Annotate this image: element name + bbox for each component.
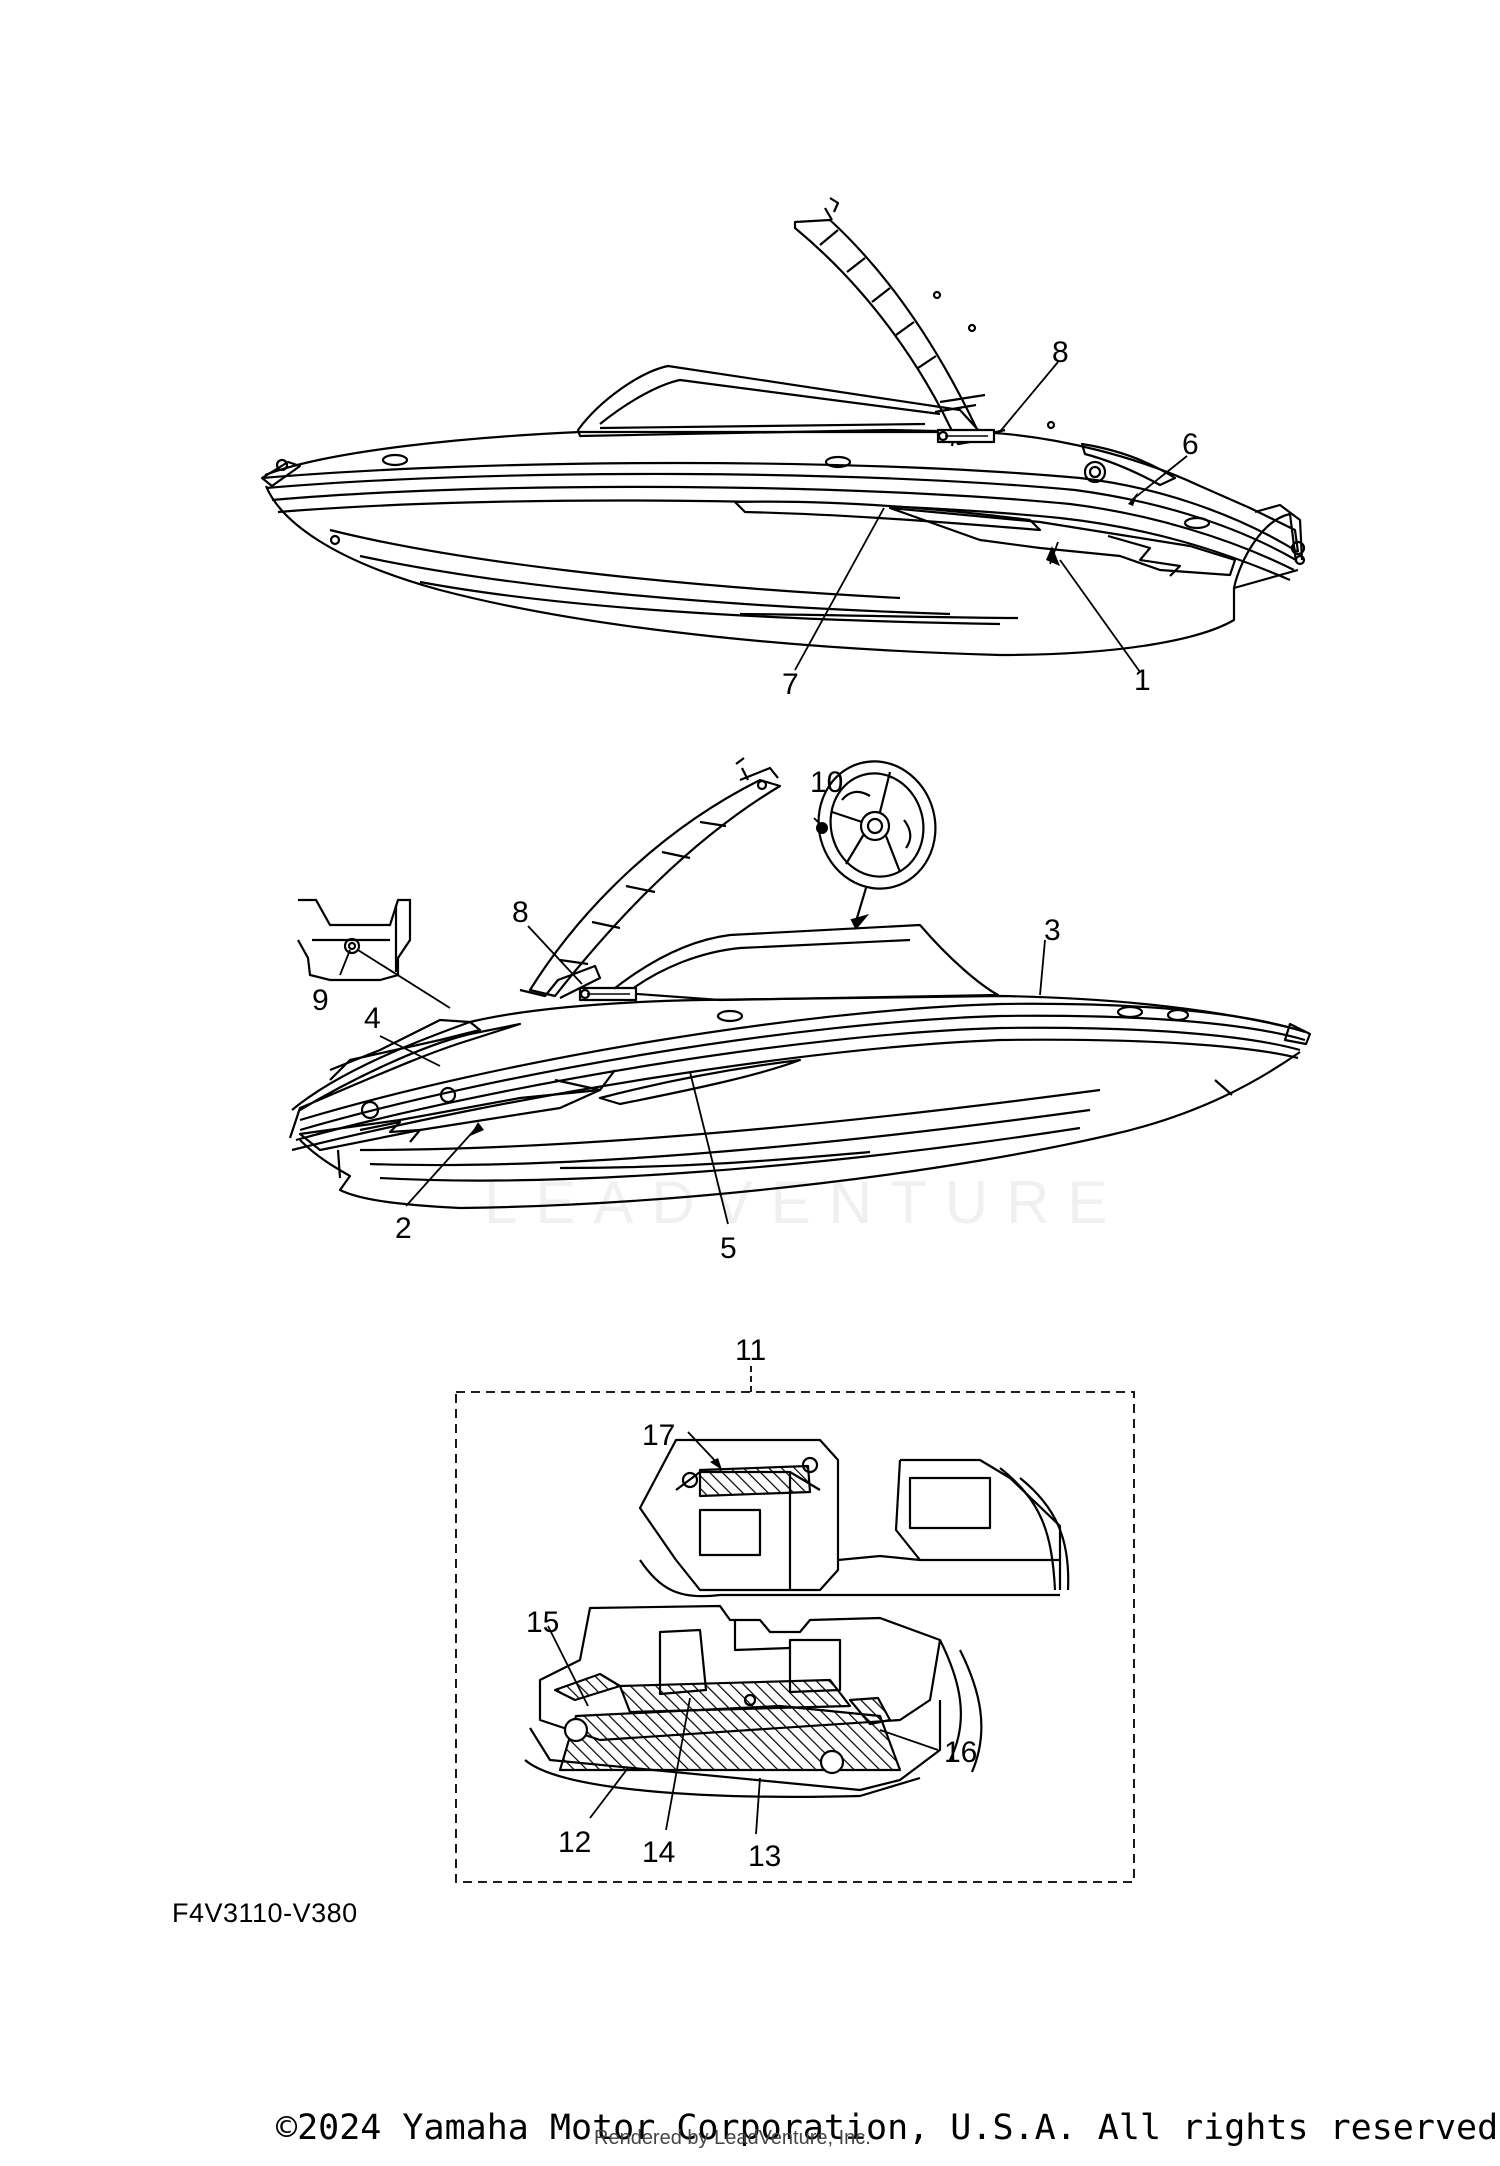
callout-11: 11: [735, 1334, 766, 1367]
boat-port-view: [288, 757, 1312, 1210]
copyright-notice: ©2024 Yamaha Motor Corporation, U.S.A. A…: [276, 2108, 1500, 2148]
mat-rear-deck: [558, 1704, 902, 1772]
callout-9: 9: [312, 984, 329, 1017]
callout-5: 5: [720, 1232, 737, 1265]
mat-left-side: [553, 1672, 622, 1702]
callout-13: 13: [748, 1840, 781, 1873]
bottom-view-leaders: [339, 925, 1046, 1225]
callout-14: 14: [642, 1836, 675, 1869]
callout-16: 16: [944, 1736, 977, 1769]
wake-tower-port: [519, 757, 782, 999]
mat-step: [618, 1678, 852, 1714]
boat-starboard-view: [260, 197, 1306, 657]
callout-8-bottom: 8: [512, 896, 529, 929]
callout-7: 7: [782, 668, 799, 701]
swim-platform-detail: [524, 1604, 983, 1798]
callout-6: 6: [1182, 428, 1199, 461]
stern-detail-inset: [297, 898, 412, 982]
bow-port: [1283, 1022, 1312, 1046]
mat-right-side: [848, 1696, 892, 1726]
wake-tower: [793, 197, 1056, 447]
decal-side-panel: [888, 506, 1237, 577]
callout-10: 10: [810, 766, 843, 799]
rendered-by-credit: Rendered by LeadVenture, Inc.: [594, 2127, 871, 2149]
inset-leaders: [547, 1625, 939, 1835]
callout-1: 1: [1134, 664, 1151, 697]
callout-12: 12: [558, 1826, 591, 1859]
decal-long-stripe-port: [598, 1058, 802, 1106]
steering-emblem-part: [816, 822, 828, 834]
decal-long-stripe: [733, 500, 1042, 532]
callout-4: 4: [364, 1002, 381, 1035]
transom: [1232, 512, 1298, 589]
callout-17: 17: [642, 1419, 675, 1452]
bow: [260, 460, 302, 488]
callout-3: 3: [1044, 914, 1061, 947]
deck-port: [291, 994, 1301, 1111]
hull: [264, 485, 1299, 657]
callout-8-top: 8: [1052, 336, 1069, 369]
callout-2: 2: [395, 1212, 412, 1245]
windshield-port: [608, 923, 1000, 1002]
watermark: LEADVENTURE: [484, 1169, 1126, 1236]
diagram-code: F4V3110-V380: [172, 1898, 358, 1928]
decal-side-panel-port: [298, 1088, 602, 1152]
helm-station-detail: [638, 1438, 1070, 1598]
steering-wheel-detail: [817, 760, 937, 930]
mat-kit-inset-frame: [455, 1391, 1135, 1883]
hull-port: [299, 1051, 1301, 1210]
callout-15: 15: [526, 1606, 559, 1639]
